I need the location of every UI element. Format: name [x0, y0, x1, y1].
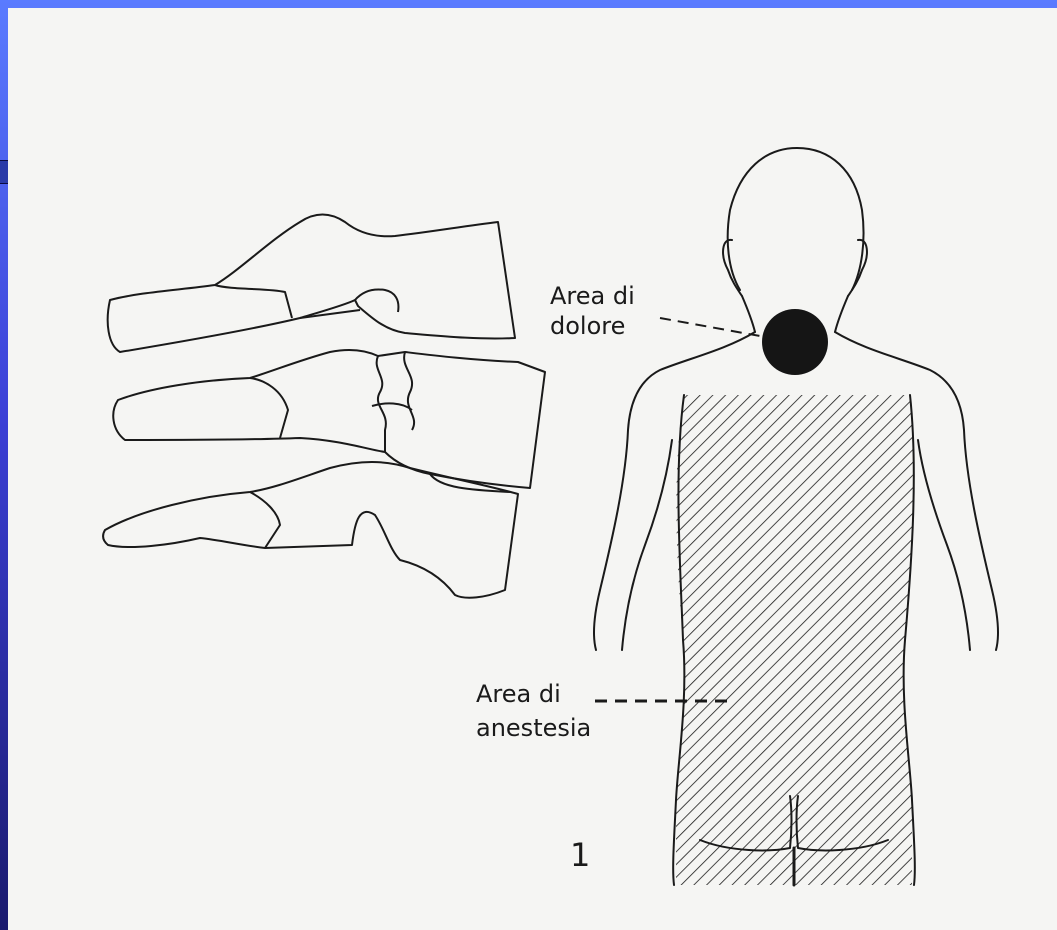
anesthesia-label-line2: anestesia: [476, 714, 591, 742]
figure-number: 1: [570, 836, 590, 874]
pain-leader-line: [660, 318, 760, 336]
pain-area: [762, 309, 828, 375]
spine-diagram: Area di dolore Area di anestesia 1: [8, 8, 1057, 930]
slide-edge-marker: [0, 160, 8, 184]
anesthesia-area: [660, 390, 920, 890]
human-back-figure: Area di dolore Area di anestesia 1: [476, 148, 998, 890]
anesthesia-label-line1: Area di: [476, 680, 561, 708]
pain-label-line1: Area di: [550, 282, 635, 310]
vertebra-top: [108, 215, 515, 353]
figure-page: Area di dolore Area di anestesia 1: [8, 8, 1057, 930]
head-outline: [728, 148, 864, 290]
vertebrae-illustration: [103, 215, 545, 598]
pain-label-line2: dolore: [550, 312, 625, 340]
vertebra-bottom: [103, 462, 518, 598]
